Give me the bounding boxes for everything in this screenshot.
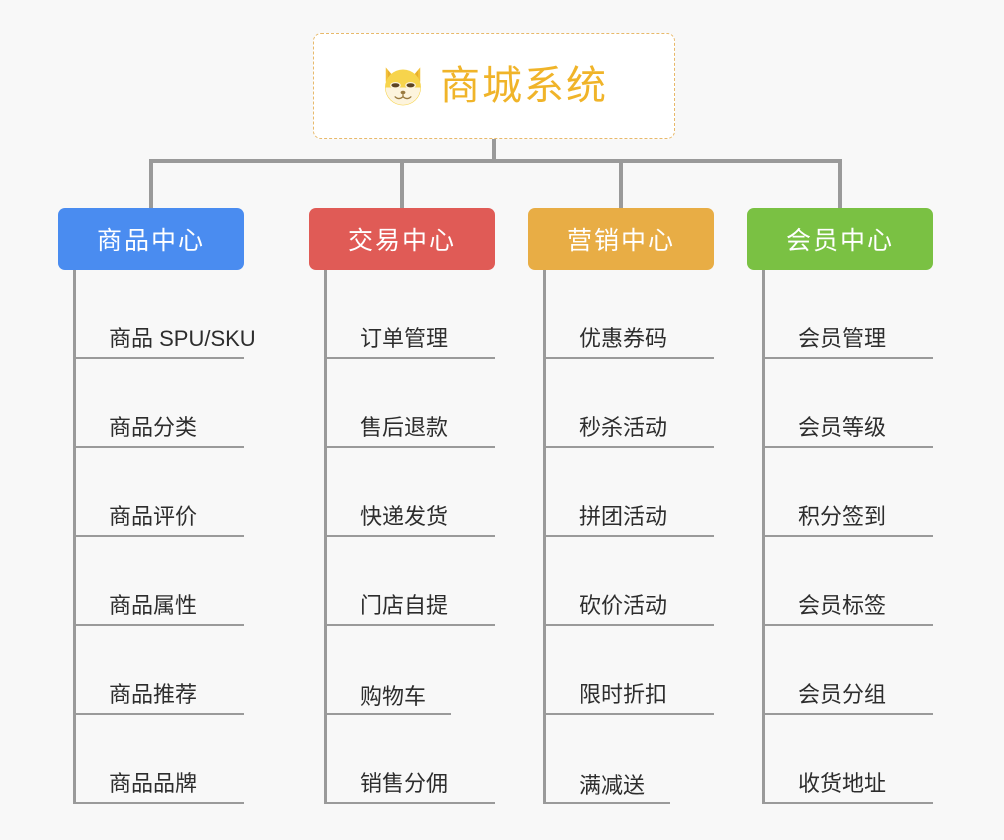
leaf-label: 会员等级 — [798, 414, 887, 440]
leaf-label: 商品品牌 — [109, 770, 198, 796]
leaf-label: 商品评价 — [109, 503, 198, 529]
leaf-item[interactable]: 积分签到 — [765, 448, 933, 537]
leaf-item[interactable]: 砍价活动 — [546, 537, 714, 626]
leaf-label: 优惠券码 — [579, 325, 668, 351]
leaf-label: 商品分类 — [109, 414, 198, 440]
leaf-label: 购物车 — [360, 683, 427, 709]
leaf-label: 门店自提 — [360, 592, 449, 618]
leaf-item[interactable]: 商品评价 — [76, 448, 244, 537]
leaf-item[interactable]: 优惠券码 — [546, 270, 714, 359]
leaf-item[interactable]: 商品属性 — [76, 537, 244, 626]
leaf-item[interactable]: 订单管理 — [327, 270, 495, 359]
leaf-label: 销售分佣 — [360, 770, 449, 796]
leaf-label: 会员管理 — [798, 325, 887, 351]
branch-header-label: 交易中心 — [347, 227, 456, 255]
branch-header-label: 营销中心 — [566, 227, 675, 255]
leaf-label: 拼团活动 — [579, 503, 668, 529]
leaf-item[interactable]: 会员分组 — [765, 626, 933, 715]
leaf-item[interactable]: 门店自提 — [327, 537, 495, 626]
connector-root-stem — [492, 139, 496, 163]
branch-items-trade: 订单管理 售后退款 快递发货 门店自提 购物车 销售分佣 — [324, 270, 495, 804]
leaf-item[interactable]: 商品 SPU/SKU — [76, 270, 256, 359]
leaf-label: 限时折扣 — [579, 681, 668, 707]
branch-header-product[interactable]: 商品中心 — [58, 208, 244, 270]
branch-items-marketing: 优惠券码 秒杀活动 拼团活动 砍价活动 限时折扣 满减送 — [543, 270, 714, 804]
leaf-label: 订单管理 — [360, 325, 449, 351]
leaf-item[interactable]: 购物车 — [327, 626, 495, 715]
branch-column-marketing: 营销中心 优惠券码 秒杀活动 拼团活动 砍价活动 限时折扣 满减送 — [528, 208, 714, 804]
leaf-item[interactable]: 销售分佣 — [327, 715, 495, 804]
leaf-label: 快递发货 — [360, 503, 449, 529]
root-node[interactable]: 商城系统 — [313, 33, 675, 139]
branch-header-label: 会员中心 — [785, 227, 894, 255]
leaf-label: 满减送 — [579, 772, 646, 798]
connector-drop-2 — [400, 159, 404, 209]
leaf-item[interactable]: 会员等级 — [765, 359, 933, 448]
connector-drop-1 — [149, 159, 153, 209]
leaf-item[interactable]: 限时折扣 — [546, 626, 714, 715]
connector-drop-4 — [838, 159, 842, 209]
leaf-item[interactable]: 会员管理 — [765, 270, 933, 359]
branch-header-member[interactable]: 会员中心 — [747, 208, 933, 270]
shiba-dog-face-icon — [385, 67, 421, 106]
branch-header-label: 商品中心 — [96, 227, 205, 255]
connector-drop-3 — [619, 159, 623, 209]
leaf-label: 商品属性 — [109, 592, 198, 618]
leaf-label: 砍价活动 — [579, 592, 668, 618]
leaf-item[interactable]: 商品分类 — [76, 359, 244, 448]
leaf-item[interactable]: 拼团活动 — [546, 448, 714, 537]
connector-horizontal-bus — [149, 159, 842, 163]
leaf-label: 售后退款 — [360, 414, 449, 440]
branch-items-member: 会员管理 会员等级 积分签到 会员标签 会员分组 收货地址 — [762, 270, 933, 804]
leaf-item[interactable]: 秒杀活动 — [546, 359, 714, 448]
leaf-label: 会员标签 — [798, 592, 887, 618]
leaf-label: 秒杀活动 — [579, 414, 668, 440]
branch-header-trade[interactable]: 交易中心 — [309, 208, 495, 270]
branch-items-product: 商品 SPU/SKU 商品分类 商品评价 商品属性 商品推荐 商品品牌 — [73, 270, 256, 804]
leaf-item[interactable]: 商品推荐 — [76, 626, 244, 715]
leaf-label: 积分签到 — [798, 503, 887, 529]
leaf-label: 收货地址 — [798, 770, 887, 796]
leaf-item[interactable]: 商品品牌 — [76, 715, 244, 804]
branch-header-marketing[interactable]: 营销中心 — [528, 208, 714, 270]
leaf-item[interactable]: 会员标签 — [765, 537, 933, 626]
leaf-label: 商品 SPU/SKU — [109, 325, 256, 351]
root-title: 商城系统 — [440, 64, 608, 108]
branch-column-product: 商品中心 商品 SPU/SKU 商品分类 商品评价 商品属性 商品推荐 商品品牌 — [58, 208, 256, 804]
leaf-label: 商品推荐 — [109, 681, 198, 707]
leaf-item[interactable]: 快递发货 — [327, 448, 495, 537]
leaf-item[interactable]: 收货地址 — [765, 715, 933, 804]
leaf-item[interactable]: 满减送 — [546, 715, 714, 804]
branch-column-member: 会员中心 会员管理 会员等级 积分签到 会员标签 会员分组 收货地址 — [747, 208, 933, 804]
leaf-item[interactable]: 售后退款 — [327, 359, 495, 448]
leaf-label: 会员分组 — [798, 681, 887, 707]
branch-column-trade: 交易中心 订单管理 售后退款 快递发货 门店自提 购物车 销售分佣 — [309, 208, 495, 804]
